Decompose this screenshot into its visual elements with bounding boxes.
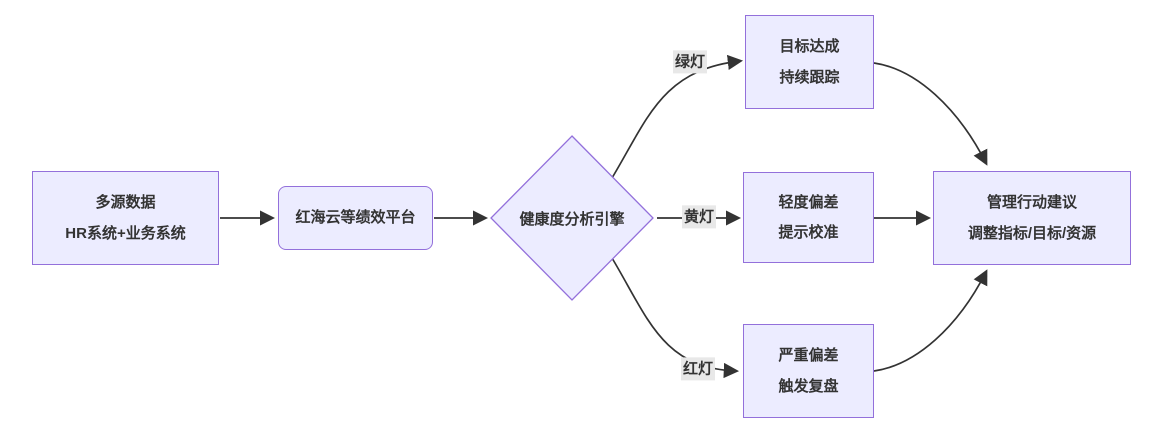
node-platform-label: 红海云等绩效平台 — [295, 209, 416, 227]
node-yellow-line2: 提示校准 — [778, 224, 839, 241]
edge-engine-green — [611, 54, 744, 179]
node-red-line2: 触发复盘 — [778, 377, 839, 395]
edge-red-action — [873, 269, 988, 372]
node-yellow-outcome: 轻度偏差 提示校准 — [743, 172, 874, 263]
node-red-line1: 严重偏差 — [778, 347, 839, 365]
node-engine-label: 健康度分析引擎 — [519, 210, 625, 228]
node-action-line2: 调整指标/目标/资源 — [967, 224, 1097, 242]
node-action-line1: 管理行动建议 — [986, 194, 1077, 212]
node-platform: 红海云等绩效平台 — [278, 186, 433, 250]
node-source: 多源数据 HR系统+业务系统 — [32, 171, 219, 265]
diamond-shape — [490, 135, 654, 301]
node-green-outcome: 目标达成 持续跟踪 — [745, 15, 874, 109]
node-yellow-line1: 轻度偏差 — [778, 193, 839, 211]
node-green-line1: 目标达成 — [779, 38, 840, 56]
edge-green-action — [873, 62, 988, 166]
node-source-line1: 多源数据 — [95, 194, 156, 212]
node-source-line2: HR系统+业务系统 — [65, 224, 186, 242]
edge-label-yellow: 黄灯 — [681, 205, 717, 229]
node-green-line2: 持续跟踪 — [779, 68, 840, 86]
node-red-outcome: 严重偏差 触发复盘 — [743, 324, 874, 418]
edge-label-green: 绿灯 — [672, 50, 708, 74]
node-engine: 健康度分析引擎 — [490, 135, 654, 301]
node-action: 管理行动建议 调整指标/目标/资源 — [933, 171, 1131, 265]
edge-label-red: 红灯 — [680, 357, 716, 381]
